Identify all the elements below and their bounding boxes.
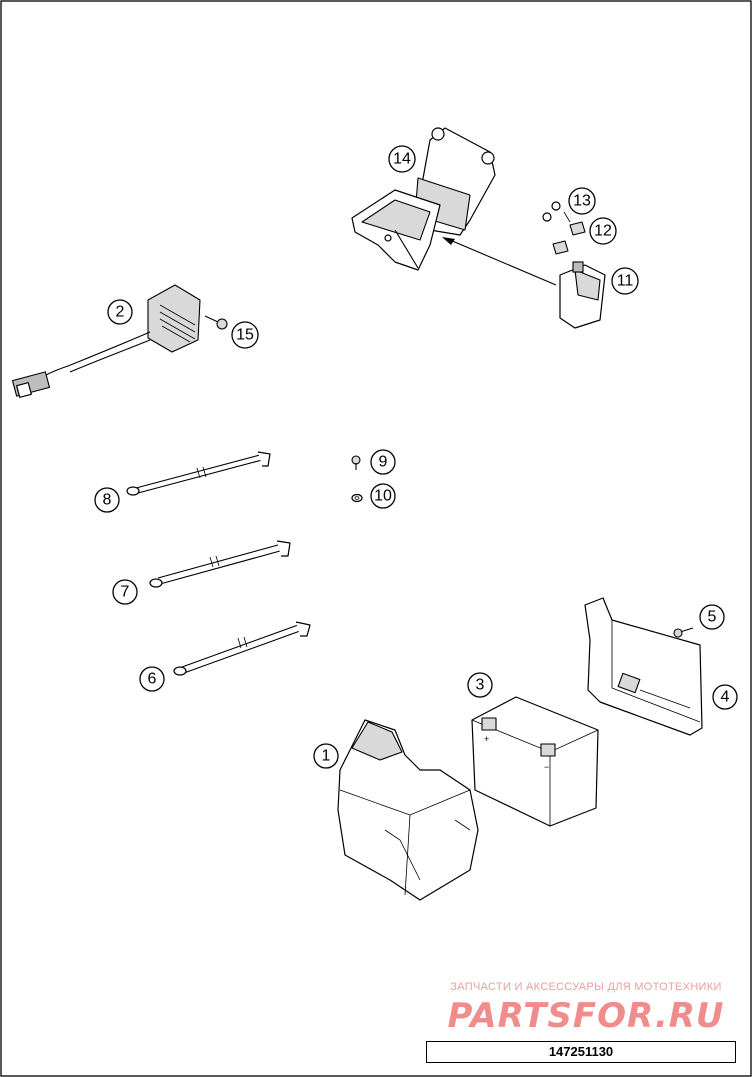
callout-1-label: 1	[322, 748, 331, 765]
part-11-relay	[559, 261, 606, 329]
callout-13: 13	[568, 187, 596, 215]
callout-7-label: 7	[121, 584, 130, 601]
callout-3: 3	[467, 672, 493, 698]
callout-4: 4	[712, 684, 738, 710]
callout-4-label: 4	[721, 689, 730, 706]
part-6-cable	[173, 621, 311, 676]
part-2-regulator	[11, 284, 201, 398]
callout-7: 7	[112, 579, 138, 605]
part-13-screw	[542, 201, 571, 223]
drawing-number: 147251130	[426, 1041, 736, 1063]
part-10-washer	[351, 493, 363, 503]
part-4-battery-cover	[584, 597, 703, 736]
callout-15-label: 15	[236, 327, 254, 344]
callout-6-label: 6	[148, 671, 157, 688]
callout-12-label: 12	[594, 223, 612, 240]
callout-9-label: 9	[379, 454, 388, 471]
callout-2: 2	[107, 299, 133, 325]
callout-10-label: 10	[374, 488, 392, 505]
part-1-battery-tray	[337, 719, 479, 901]
callout-14-label: 14	[393, 151, 411, 168]
callout-15: 15	[231, 321, 259, 349]
callout-12: 12	[589, 217, 617, 245]
part-14-holder-bracket	[351, 127, 496, 271]
callout-9: 9	[370, 449, 396, 475]
callout-11: 11	[611, 267, 639, 295]
callout-5: 5	[699, 604, 725, 630]
part-15-bolt	[204, 315, 228, 330]
callout-8-label: 8	[103, 492, 112, 509]
assembly-arrow	[449, 239, 557, 286]
callout-6: 6	[139, 666, 165, 692]
part-9-screw	[351, 455, 361, 470]
callout-8: 8	[94, 487, 120, 513]
svg-text:+: +	[484, 734, 489, 744]
part-3-battery: + −	[471, 696, 599, 827]
part-8-cable	[126, 451, 271, 496]
callout-2-label: 2	[116, 304, 125, 321]
callout-14: 14	[388, 145, 416, 173]
callout-10: 10	[370, 483, 396, 509]
watermark-logo: PARTSFOR.RU	[447, 996, 725, 1036]
part-7-cable	[149, 540, 291, 588]
callout-5-label: 5	[708, 609, 717, 626]
callout-3-label: 3	[476, 677, 485, 694]
callout-11-label: 11	[617, 273, 634, 290]
part-5-screw	[673, 627, 694, 638]
callout-13-label: 13	[573, 193, 591, 210]
part-12-fuse	[552, 221, 586, 255]
callout-1: 1	[313, 743, 339, 769]
svg-text:−: −	[544, 762, 549, 772]
watermark-tagline: ЗАПЧАСТИ И АКСЕССУАРЫ ДЛЯ МОТОТЕХНИКИ	[450, 981, 722, 993]
